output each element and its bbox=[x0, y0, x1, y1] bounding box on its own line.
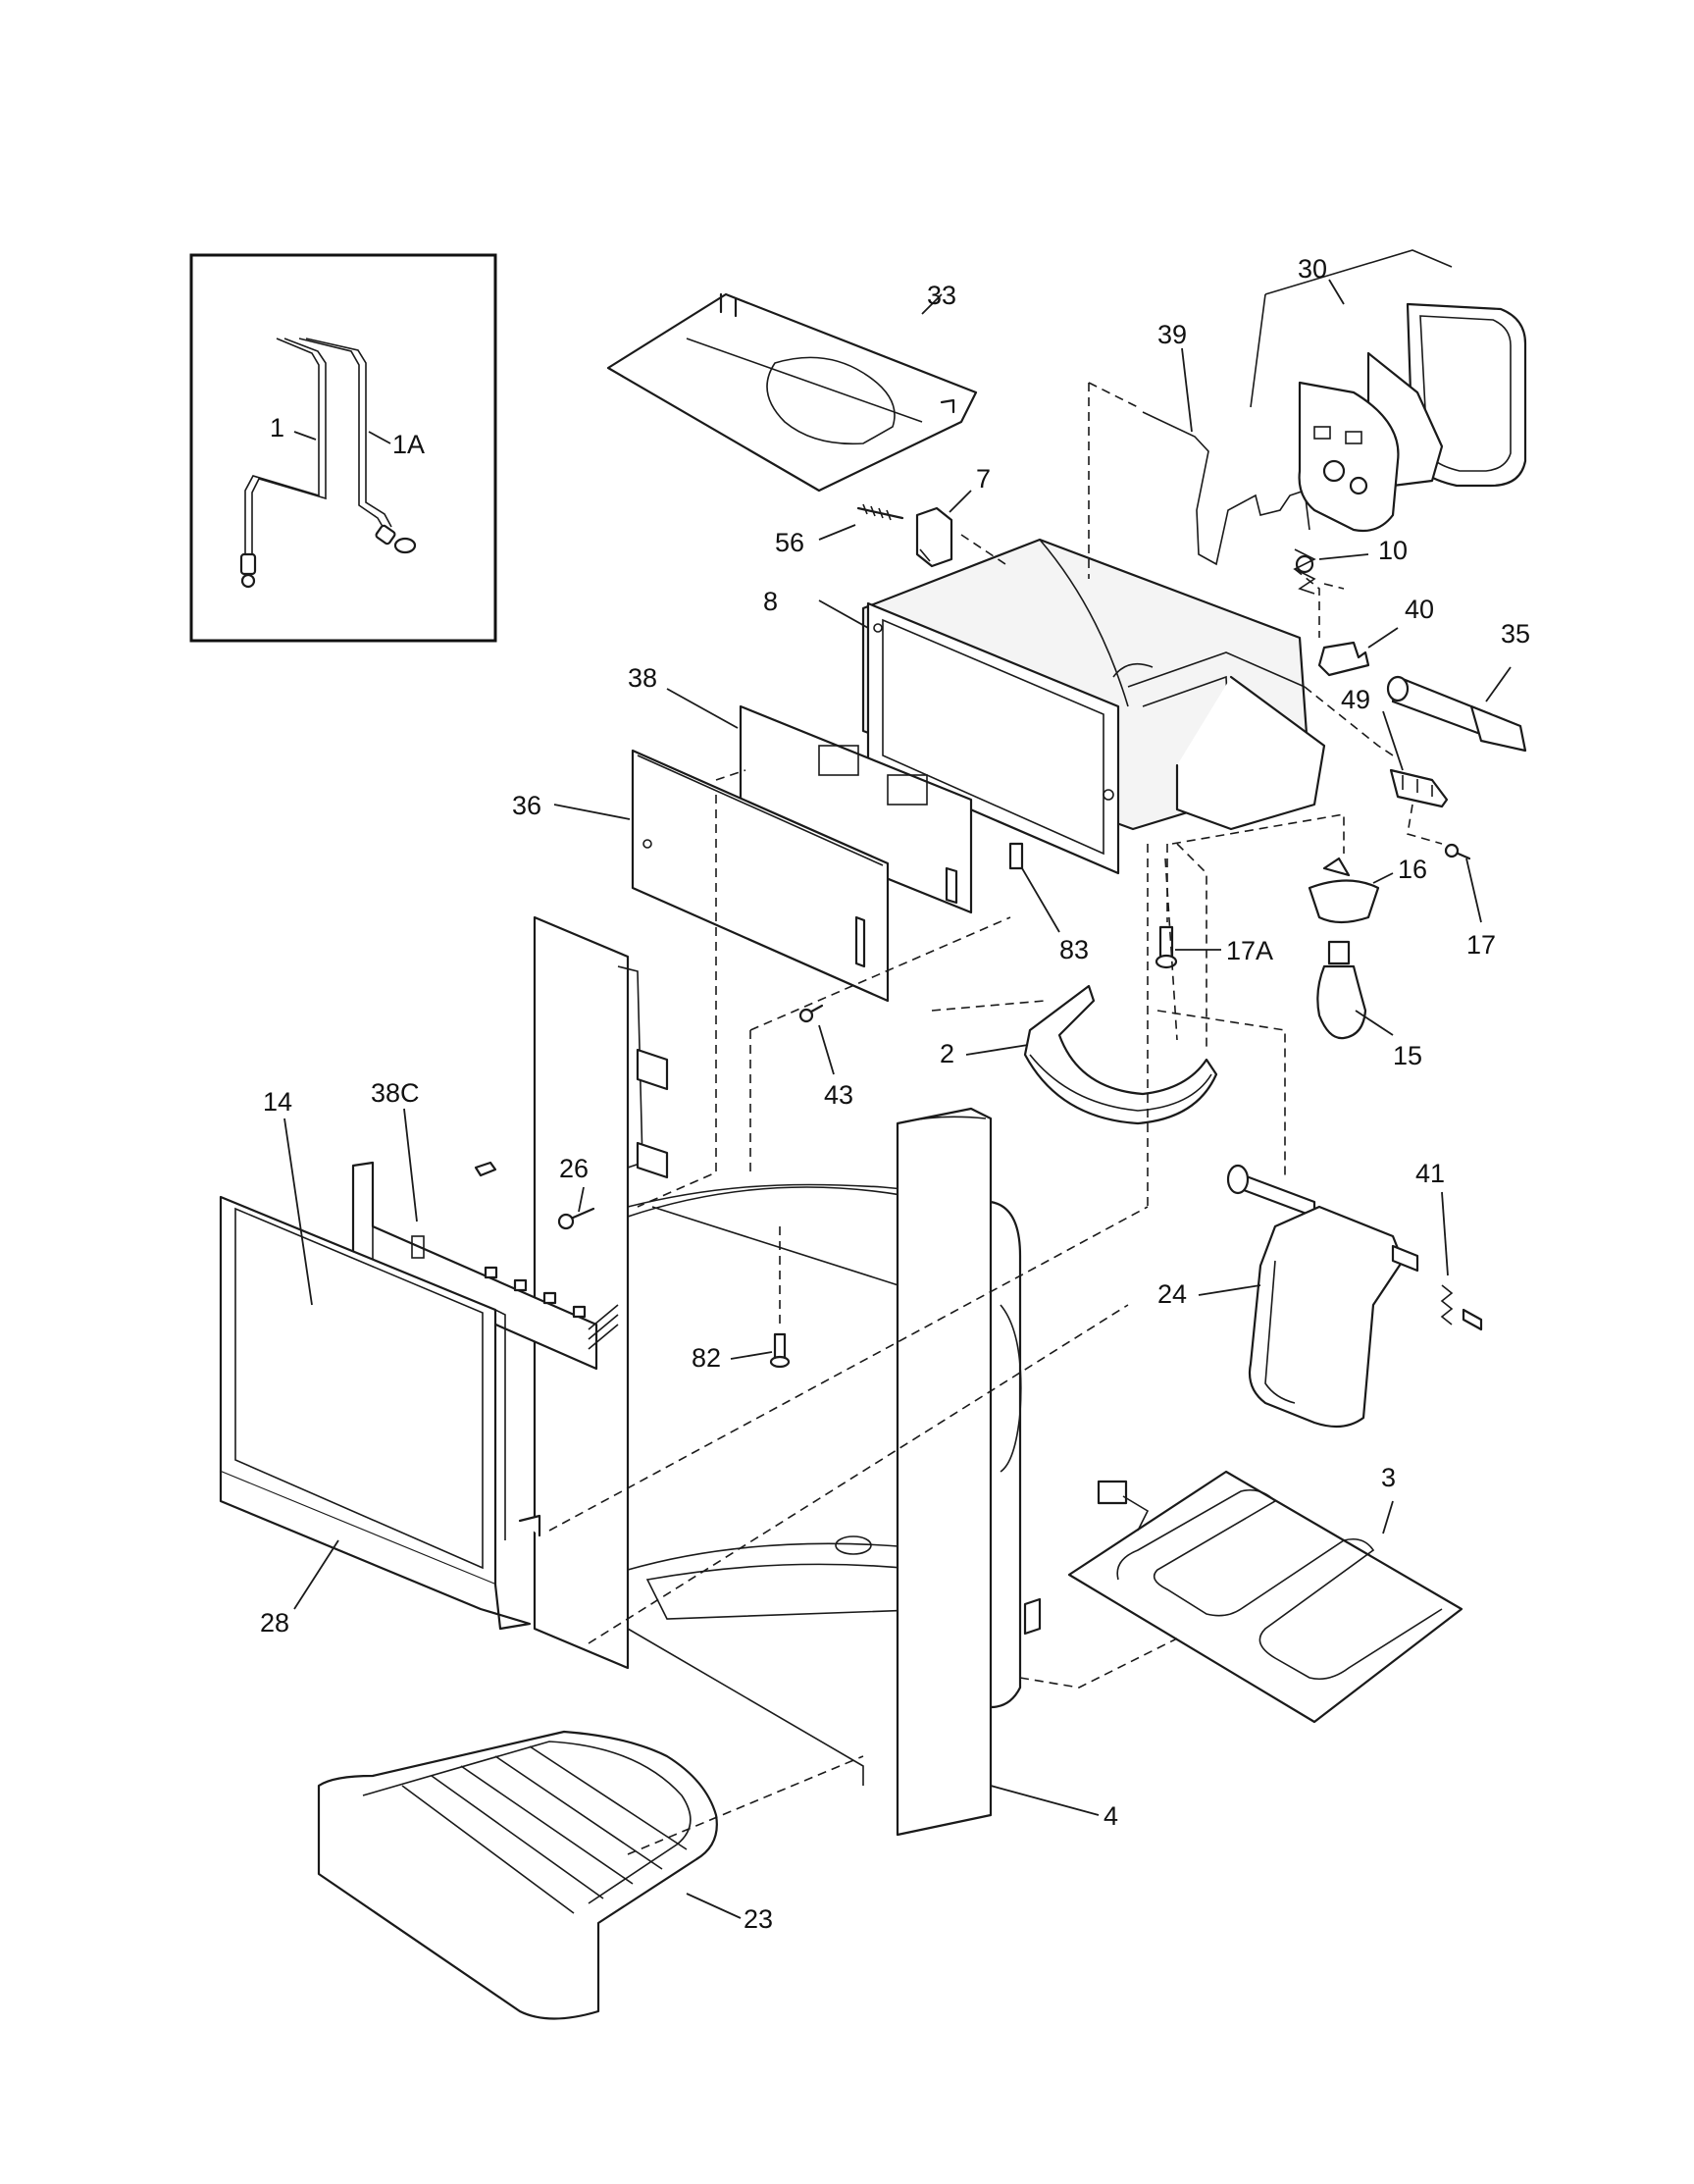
callout-38c: 38C bbox=[371, 1078, 420, 1108]
callout-43: 43 bbox=[824, 1080, 853, 1110]
part-43-screw: 43 bbox=[798, 1004, 853, 1110]
callout-26: 26 bbox=[559, 1154, 589, 1183]
part-35-solenoid: 35 bbox=[1386, 619, 1530, 753]
callout-10: 10 bbox=[1378, 536, 1408, 565]
callout-7: 7 bbox=[976, 464, 991, 494]
part-8-housing: 8 bbox=[763, 538, 1326, 875]
part-4-dispenser-housing: 4 bbox=[533, 915, 1118, 1837]
part-82-screw: 82 bbox=[692, 1332, 791, 1373]
callout-4: 4 bbox=[1104, 1801, 1118, 1831]
alignment-lines bbox=[548, 382, 1443, 1855]
callout-38: 38 bbox=[628, 663, 657, 693]
part-49-bracket: 49 bbox=[1341, 685, 1449, 808]
callout-8: 8 bbox=[763, 587, 778, 616]
part-56-screw: 56 bbox=[775, 503, 904, 557]
callout-56: 56 bbox=[775, 528, 804, 557]
part-38-control-board: 38 bbox=[628, 663, 973, 914]
part-36-front-panel: 36 bbox=[512, 749, 890, 1003]
inset-wire-harness: 1 1A bbox=[189, 253, 497, 643]
callout-41: 41 bbox=[1415, 1159, 1445, 1188]
callout-3: 3 bbox=[1381, 1463, 1396, 1492]
part-41-spring: 41 bbox=[1415, 1159, 1483, 1331]
part-26-screw: 26 bbox=[557, 1154, 595, 1230]
callout-17: 17 bbox=[1466, 930, 1496, 960]
part-14-display-panel: 14 bbox=[263, 1087, 313, 1306]
callout-35: 35 bbox=[1501, 619, 1530, 649]
callout-14: 14 bbox=[263, 1087, 292, 1117]
callout-15: 15 bbox=[1393, 1041, 1422, 1070]
callout-39: 39 bbox=[1157, 320, 1187, 349]
callout-33: 33 bbox=[927, 281, 956, 310]
callout-16: 16 bbox=[1398, 855, 1427, 884]
part-3-heater-pad: 3 bbox=[1067, 1463, 1463, 1724]
part-40-shaft: 40 bbox=[1317, 595, 1434, 677]
part-2-bracket-ring: 2 bbox=[940, 984, 1218, 1125]
callout-24: 24 bbox=[1157, 1279, 1187, 1309]
part-83-standoff: 83 bbox=[1008, 842, 1089, 964]
callout-2: 2 bbox=[940, 1039, 954, 1068]
callout-1: 1 bbox=[270, 413, 284, 442]
callout-23: 23 bbox=[744, 1904, 773, 1934]
callout-83: 83 bbox=[1059, 935, 1089, 964]
wire-harness-1a bbox=[298, 338, 417, 554]
part-15-bulb: 15 bbox=[1316, 940, 1422, 1070]
callout-17a: 17A bbox=[1226, 936, 1273, 965]
callout-36: 36 bbox=[512, 791, 541, 820]
part-23-drip-tray: 23 bbox=[317, 1730, 773, 2020]
part-30-bucket-assembly: 30 bbox=[1250, 249, 1527, 533]
part-33-cover-plate: 33 bbox=[606, 281, 978, 493]
part-17a-screw: 17A bbox=[1155, 925, 1273, 969]
wire-harness-1 bbox=[239, 338, 327, 589]
part-10-spring: 10 bbox=[1293, 536, 1408, 595]
callout-40: 40 bbox=[1405, 595, 1434, 624]
callout-49: 49 bbox=[1341, 685, 1370, 714]
callout-28: 28 bbox=[260, 1608, 289, 1638]
part-39-wire-rod: 39 bbox=[1142, 320, 1310, 566]
callout-82: 82 bbox=[692, 1343, 721, 1373]
part-24-actuator-arm: 24 bbox=[1157, 1164, 1419, 1429]
part-16-lamp-socket: 16 bbox=[1308, 855, 1427, 924]
part-17-screw: 17 bbox=[1444, 843, 1496, 960]
part-28-frame: 28 bbox=[219, 1195, 541, 1638]
callout-1a: 1A bbox=[392, 430, 425, 459]
part-7-switch: 7 bbox=[915, 464, 991, 568]
callout-30: 30 bbox=[1298, 254, 1327, 284]
